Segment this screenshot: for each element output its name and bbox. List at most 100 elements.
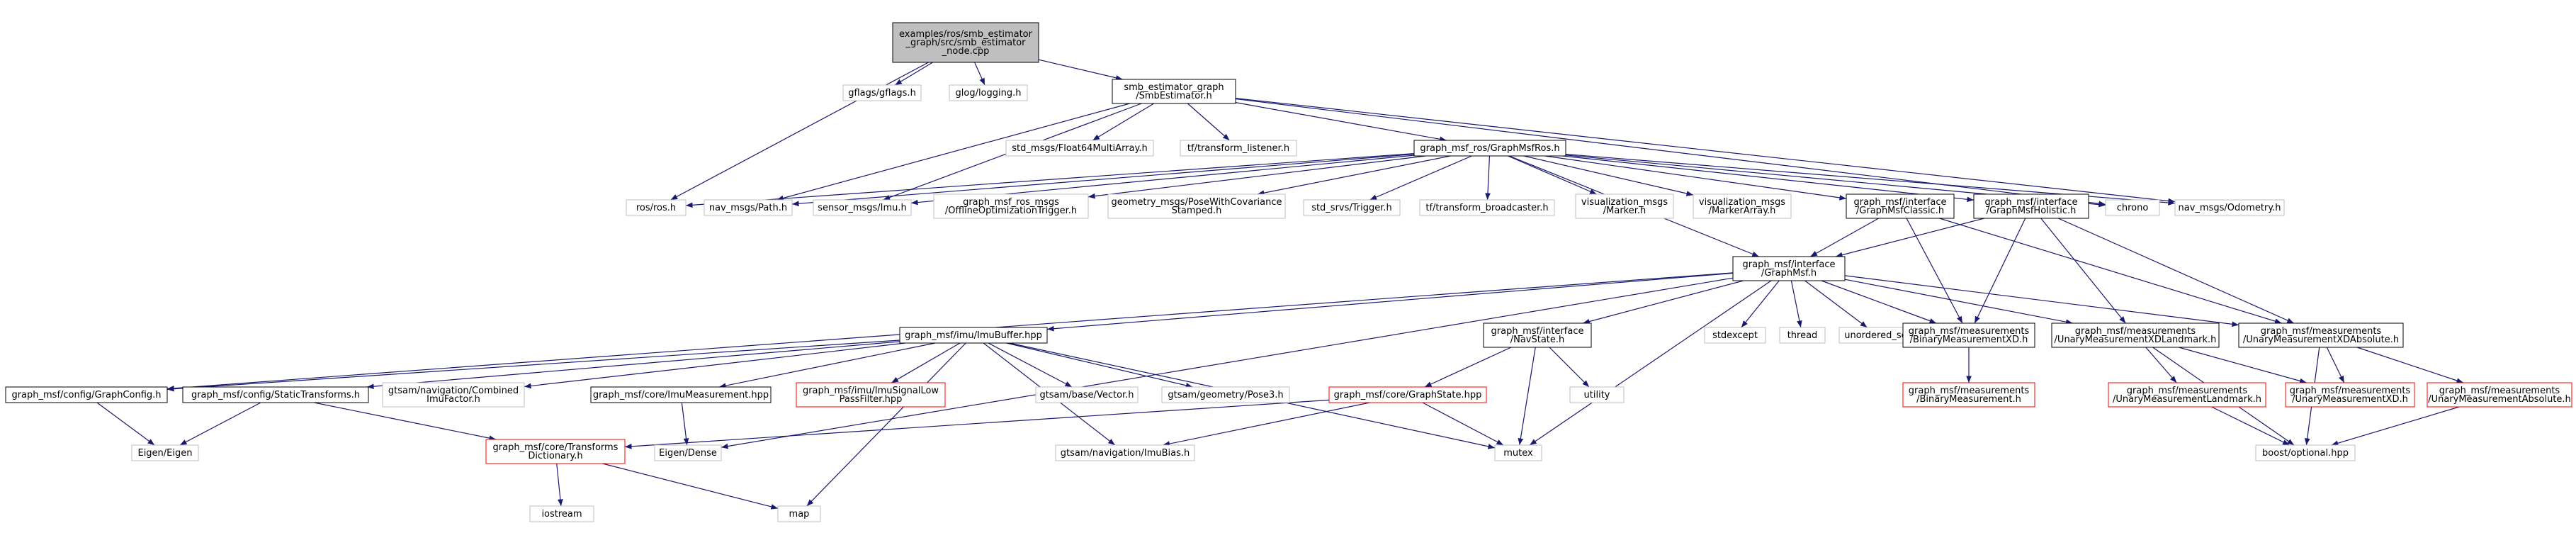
- node-vector[interactable]: gtsam/base/Vector.h: [1035, 386, 1139, 403]
- node-float64[interactable]: std_msgs/Float64MultiArray.h: [1005, 140, 1154, 157]
- node-utility[interactable]: utility: [1569, 386, 1625, 403]
- edge-smbest-to-navpath: [776, 103, 1130, 201]
- node-box: [2051, 322, 2220, 348]
- node-label: gtsam/navigation/Combined: [388, 386, 519, 396]
- edge-root-to-glog: [974, 62, 985, 86]
- node-unaryabsmeas[interactable]: graph_msf/measurements/UnaryMeasurementA…: [2427, 382, 2572, 408]
- node-imumeas[interactable]: graph_msf/core/ImuMeasurement.hpp: [590, 386, 772, 403]
- node-posecov[interactable]: geometry_msgs/PoseWithCovarianceStamped.…: [1107, 193, 1286, 219]
- node-unarylandmeas[interactable]: graph_msf/measurements/UnaryMeasurementL…: [2108, 382, 2266, 408]
- node-gflags[interactable]: gflags/gflags.h: [842, 84, 922, 101]
- node-box: [1494, 444, 1542, 461]
- node-graphmsfros[interactable]: graph_msf_ros/GraphMsfRos.h: [1413, 140, 1566, 157]
- edge-graphmsfros-to-offline: [1088, 155, 1426, 199]
- node-label: tf/transform_listener.h: [1187, 143, 1289, 154]
- node-statictf[interactable]: graph_msf/config/StaticTransforms.h: [182, 386, 369, 403]
- node-navpath[interactable]: nav_msgs/Path.h: [704, 199, 793, 216]
- edge-navstate-to-mutex: [1518, 347, 1536, 446]
- node-eigen[interactable]: Eigen/Eigen: [131, 444, 199, 461]
- node-label: examples/ros/smb_estimator: [899, 29, 1033, 40]
- node-graphstate[interactable]: graph_msf/core/GraphState.hpp: [1328, 386, 1487, 403]
- node-label: graph_msf/core/Transforms: [493, 442, 618, 453]
- node-label: /UnaryMeasurementXDAbsolute.h: [2243, 335, 2399, 345]
- node-iostream[interactable]: iostream: [529, 505, 594, 522]
- node-box: [704, 199, 793, 216]
- node-box: [1055, 444, 1195, 461]
- node-box: [1973, 193, 2089, 219]
- node-label: graph_msf/interface: [1743, 259, 1836, 270]
- node-box: [5, 386, 168, 403]
- node-box: [1107, 193, 1286, 219]
- node-eigendense[interactable]: Eigen/Dense: [654, 444, 722, 461]
- node-binxd[interactable]: graph_msf/measurements/BinaryMeasurement…: [1902, 322, 2035, 348]
- node-box: [1161, 386, 1290, 403]
- edge-imubuffer-to-pose3: [1006, 342, 1193, 388]
- node-imubias[interactable]: gtsam/navigation/ImuBias.h: [1055, 444, 1195, 461]
- edge-imubuffer-to-imumeas: [718, 342, 936, 388]
- node-box: [1112, 79, 1236, 104]
- node-label: graph_msf/interface: [1491, 326, 1584, 337]
- node-label: gflags/gflags.h: [848, 88, 916, 99]
- node-thread[interactable]: thread: [1779, 327, 1826, 344]
- node-box: [949, 84, 1028, 101]
- node-chrono[interactable]: chrono: [2105, 199, 2160, 216]
- node-unaryland[interactable]: graph_msf/measurements/UnaryMeasurementX…: [2051, 322, 2220, 348]
- node-box: [590, 386, 772, 403]
- node-mutex[interactable]: mutex: [1494, 444, 1542, 461]
- node-box: [1693, 193, 1792, 219]
- node-imubuffer[interactable]: graph_msf/imu/ImuBuffer.hpp: [899, 327, 1048, 344]
- node-optional[interactable]: boost/optional.hpp: [2255, 444, 2356, 461]
- node-root: examples/ros/smb_estimator_graph/src/smb…: [892, 22, 1039, 63]
- node-tflisten[interactable]: tf/transform_listener.h: [1180, 140, 1297, 157]
- node-label: utility: [1584, 390, 1610, 400]
- node-classic[interactable]: graph_msf/interface/GraphMsfClassic.h: [1846, 193, 1955, 219]
- node-box: [1779, 327, 1826, 344]
- node-graphmsf[interactable]: graph_msf/interface/GraphMsf.h: [1732, 256, 1846, 281]
- node-rosros[interactable]: ros/ros.h: [626, 199, 687, 216]
- edge-unaryland-to-unarylandmeas: [2145, 347, 2177, 383]
- node-unordered[interactable]: unordered_set: [1838, 327, 1916, 344]
- node-navstate[interactable]: graph_msf/interface/NavState.h: [1483, 322, 1592, 348]
- node-trigger[interactable]: std_srvs/Trigger.h: [1303, 199, 1401, 216]
- edge-graphmsf-to-eigendense: [721, 277, 1734, 449]
- node-box: [2105, 199, 2160, 216]
- node-pose3[interactable]: gtsam/geometry/Pose3.h: [1161, 386, 1290, 403]
- node-label: _node.cpp: [942, 46, 990, 57]
- edge-graphmsf-to-unaryabs: [1844, 275, 2239, 327]
- edge-graphmsf-to-binxd: [1821, 280, 1937, 324]
- node-box: [1732, 256, 1846, 281]
- node-label: graph_msf/core/GraphState.hpp: [1334, 390, 1482, 400]
- node-offline[interactable]: graph_msf_ros_msgs/OfflineOptimizationTr…: [933, 193, 1089, 219]
- node-label: std_srvs/Trigger.h: [1311, 203, 1392, 213]
- node-stdexcept[interactable]: stdexcept: [1704, 327, 1766, 344]
- node-graphconfig[interactable]: graph_msf/config/GraphConfig.h: [5, 386, 168, 403]
- node-vismarkerarr[interactable]: visualization_msgs/MarkerArray.h: [1693, 193, 1792, 219]
- nodes-layer: examples/ros/smb_estimator_graph/src/smb…: [5, 22, 2572, 522]
- node-holistic[interactable]: graph_msf/interface/GraphMsfHolistic.h: [1973, 193, 2089, 219]
- edge-unaryabs-to-unaryabsmeas: [2356, 347, 2464, 383]
- node-unaryxd[interactable]: graph_msf/measurements/UnaryMeasurementX…: [2285, 382, 2415, 408]
- node-map[interactable]: map: [777, 505, 821, 522]
- edge-unaryabs-to-unaryxd: [2326, 347, 2345, 383]
- edge-graphmsf-to-imubuffer: [1046, 272, 1734, 332]
- node-label: gtsam/navigation/ImuBias.h: [1061, 448, 1190, 459]
- node-smbest[interactable]: smb_estimator_graph/SmbEstimator.h: [1112, 79, 1236, 104]
- edge-graphmsfros-to-vismarkerarr: [1523, 155, 1694, 196]
- node-odom[interactable]: nav_msgs/Odometry.h: [2174, 199, 2285, 216]
- node-label: geometry_msgs/PoseWithCovariance: [1112, 197, 1282, 208]
- edge-imubuffer-to-statictf: [366, 341, 900, 390]
- node-binmeas[interactable]: graph_msf/measurements/BinaryMeasurement…: [1902, 382, 2035, 408]
- node-box: [1035, 386, 1139, 403]
- node-glog[interactable]: glog/logging.h: [949, 84, 1028, 101]
- node-unaryabs[interactable]: graph_msf/measurements/UnaryMeasurementX…: [2238, 322, 2404, 348]
- node-label: tf/transform_broadcaster.h: [1425, 203, 1548, 213]
- node-box: [1303, 199, 1401, 216]
- node-vismarker[interactable]: visualization_msgs/Marker.h: [1575, 193, 1674, 219]
- node-label: /GraphMsfClassic.h: [1856, 206, 1944, 216]
- node-tfbroad[interactable]: tf/transform_broadcaster.h: [1419, 199, 1555, 216]
- node-sensorimu[interactable]: sensor_msgs/Imu.h: [813, 199, 912, 216]
- edge-holistic-to-unaryland: [2040, 218, 2126, 324]
